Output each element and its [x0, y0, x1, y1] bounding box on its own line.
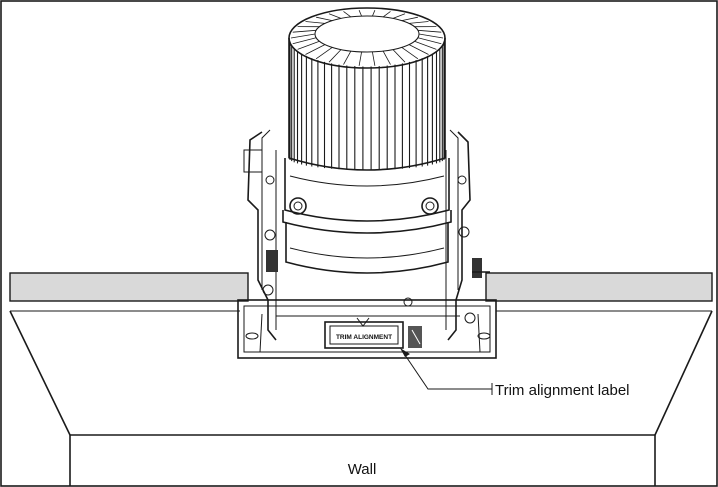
heat-sink-cap-rib: [382, 11, 391, 18]
heat-sink: [288, 7, 446, 171]
heat-sink-cap-rib: [343, 11, 352, 18]
trim-alignment-plate: TRIM ALIGNMENT: [324, 317, 422, 349]
heat-sink-cap-rib: [305, 21, 325, 24]
heat-sink-cap-rib: [418, 33, 444, 39]
heat-sink-cap-rib: [417, 37, 442, 45]
heat-sink-cap-rib: [409, 21, 429, 24]
heat-sink-cap-rib: [292, 29, 317, 33]
heat-sink-fins: [288, 10, 446, 170]
heat-sink-cap-rib: [328, 49, 342, 63]
heat-sink-cap-rib: [305, 44, 326, 55]
heat-sink-cap-rib: [328, 13, 342, 19]
mounting-bracket-left: [243, 129, 278, 341]
heat-sink-cap-rib: [408, 44, 429, 55]
trim-frame: [237, 297, 497, 359]
heat-sink-cap-rib: [343, 50, 352, 65]
heat-sink-cap-rib: [401, 47, 419, 60]
trim-alignment-callout: Trim alignment label: [495, 382, 630, 399]
ceiling-board-right: [485, 272, 713, 302]
heat-sink-cap-rib: [392, 49, 406, 63]
heat-sink-cap-rib: [292, 37, 317, 45]
heat-sink-cap-rib: [358, 10, 362, 17]
downlight-fixture: TRIM ALIGNMENT: [237, 7, 497, 359]
heat-sink-cap-rib: [401, 16, 418, 21]
heat-sink-cap-rib: [297, 40, 320, 50]
heat-sink-cap-rib: [372, 51, 376, 66]
heat-sink-cap-rib: [417, 29, 442, 33]
heat-sink-cap-rib: [392, 13, 406, 19]
trim-alignment-plate-text: TRIM ALIGNMENT: [336, 334, 392, 341]
wall-outline: [9, 310, 713, 486]
ceiling-board-left: [9, 272, 249, 302]
heat-sink-cap-rib: [372, 10, 376, 17]
fixture-collar: [282, 158, 452, 234]
callout-leader: [400, 348, 493, 395]
heat-sink-cap-rib: [414, 40, 437, 50]
heat-sink-cap-rib: [315, 47, 333, 60]
heat-sink-cap-rib: [358, 51, 362, 66]
heat-sink-cap-rib: [382, 50, 391, 65]
wall-label: Wall: [348, 461, 377, 478]
reflector-housing: [285, 222, 449, 274]
heat-sink-cap-rib: [316, 16, 333, 21]
heat-sink-cap-rib: [290, 33, 316, 39]
mounting-bracket-right: [445, 129, 490, 341]
